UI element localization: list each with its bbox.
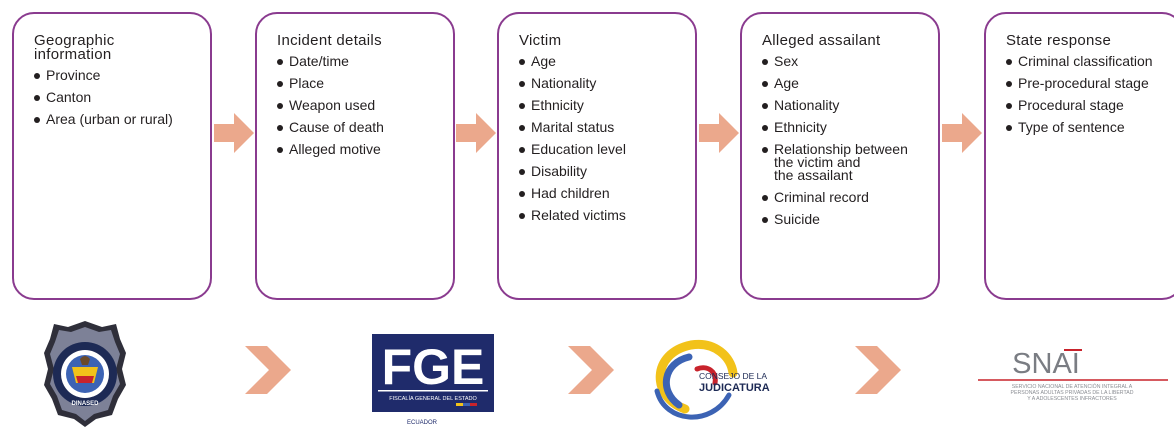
list-item: Alleged motive (277, 142, 453, 156)
snai-subtitle-3: Y A ADOLESCENTES INFRACTORES (1027, 396, 1117, 402)
snai-subtitle-2: PERSONAS ADULTAS PRIVADAS DE LA LIBERTAD (1011, 390, 1134, 396)
snai-logo: SNAI SERVICIO NACIONAL DE ATENCIÓN INTEG… (978, 348, 1168, 402)
fge-wordmark: FGE (382, 339, 485, 395)
list-item: Disability (519, 164, 695, 178)
stage-title: State response (1006, 32, 1112, 49)
list-item: Criminal classification (1006, 54, 1174, 68)
chevron-right-icon (568, 346, 614, 394)
stage-box-incident: Incident details Date/time Place Weapon … (255, 12, 455, 300)
list-item: Nationality (762, 98, 938, 112)
list-item: Age (519, 54, 695, 68)
judicatura-line2: JUDICATURA (699, 382, 770, 394)
judicatura-line1: CONSEJO DE LA (699, 371, 767, 381)
stage-box-assailant: Alleged assailant Sex Age Nationality Et… (740, 12, 940, 300)
stage-item-list: Province Canton Area (urban or rural) (34, 68, 210, 126)
stage-item-list: Criminal classification Pre-procedural s… (1006, 54, 1174, 134)
stage-box-state-response: State response Criminal classification P… (984, 12, 1174, 300)
list-item: Type of sentence (1006, 120, 1174, 134)
flow-arrow-icon (214, 113, 254, 153)
stage-title: Incident details (277, 32, 382, 49)
list-item: Had children (519, 186, 695, 200)
list-item: Education level (519, 142, 695, 156)
stage-title: Alleged assailant (762, 32, 881, 49)
stage-title: Victim (519, 32, 562, 49)
list-item: Marital status (519, 120, 695, 134)
stage-box-geographic: Geographic information Province Canton A… (12, 12, 212, 300)
list-item: Criminal record (762, 190, 938, 204)
snai-wordmark: SNAI (1012, 348, 1080, 380)
police-badge-icon: DINASED (44, 321, 126, 427)
list-item: Related victims (519, 208, 695, 222)
fge-subtitle: FISCALÍA GENERAL DEL ESTADO (389, 395, 477, 402)
flow-arrow-icon (456, 113, 496, 153)
list-item: Relationship between the victim and the … (762, 142, 938, 182)
stage-item-list: Sex Age Nationality Ethnicity Relationsh… (762, 54, 938, 226)
list-item: Procedural stage (1006, 98, 1174, 112)
list-item: Place (277, 76, 453, 90)
list-item: Suicide (762, 212, 938, 226)
fge-logo: FGE FISCALÍA GENERAL DEL ESTADO ECUADOR (372, 334, 494, 426)
list-item: Date/time (277, 54, 453, 68)
list-item: Weapon used (277, 98, 453, 112)
list-item: Province (34, 68, 210, 82)
judicatura-logo: CONSEJO DE LA JUDICATURA (654, 339, 770, 420)
chevron-right-icon (855, 346, 901, 394)
list-item: Age (762, 76, 938, 90)
chevron-right-icon (245, 346, 291, 394)
list-item: Ethnicity (519, 98, 695, 112)
stage-title: Geographic information (34, 32, 115, 63)
list-item: Sex (762, 54, 938, 68)
stage-box-victim: Victim Age Nationality Ethnicity Marital… (497, 12, 697, 300)
fge-country: ECUADOR (407, 420, 438, 426)
list-item: Nationality (519, 76, 695, 90)
stage-item-list: Date/time Place Weapon used Cause of dea… (277, 54, 453, 156)
flow-arrow-icon (942, 113, 982, 153)
dinased-label: DINASED (71, 401, 99, 407)
list-item: Cause of death (277, 120, 453, 134)
list-item: Pre-procedural stage (1006, 76, 1174, 90)
list-item: Area (urban or rural) (34, 112, 210, 126)
flow-arrow-icon (699, 113, 739, 153)
stage-item-list: Age Nationality Ethnicity Marital status… (519, 54, 695, 222)
snai-subtitle-1: SERVICIO NACIONAL DE ATENCIÓN INTEGRAL A (1012, 383, 1133, 390)
list-item: Ethnicity (762, 120, 938, 134)
list-item: Canton (34, 90, 210, 104)
